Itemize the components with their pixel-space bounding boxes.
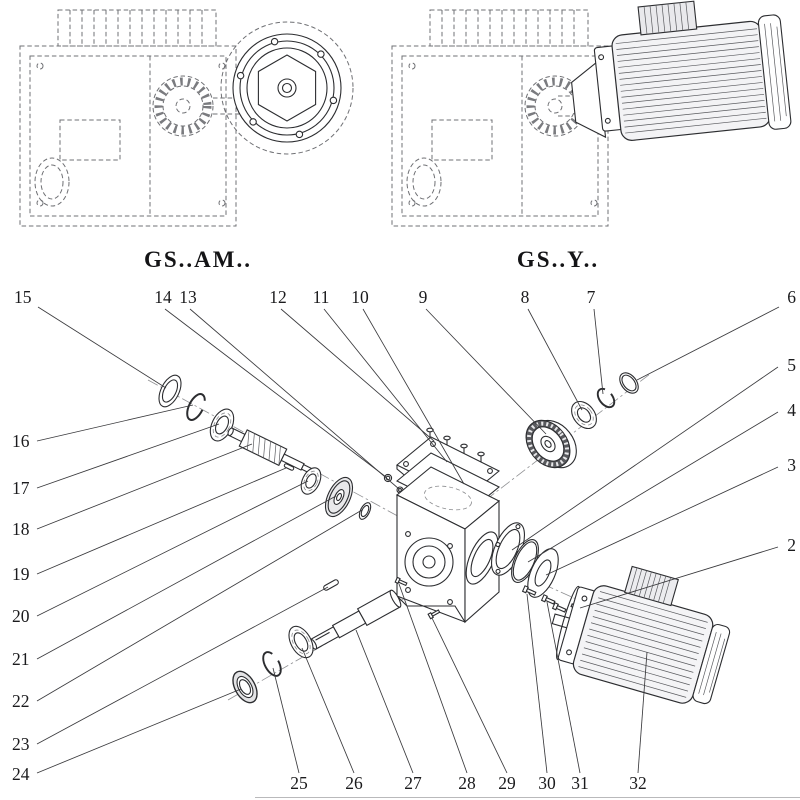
part-number-9: 9 — [419, 287, 428, 307]
callout-line-29 — [431, 617, 508, 774]
part-27-output-shaft — [309, 589, 402, 650]
exploded-view — [147, 372, 731, 705]
figure-label-gs-am: GS..AM.. — [144, 247, 252, 272]
callout-line-11 — [323, 308, 448, 463]
part-number-4: 4 — [787, 400, 796, 420]
part-17-bearing — [209, 408, 235, 442]
part-31-bolts — [540, 594, 567, 613]
callout-line-13 — [189, 308, 400, 490]
callout-line-5 — [511, 366, 779, 551]
part-number-30: 30 — [538, 773, 556, 793]
part-6-shim-ring — [619, 372, 639, 394]
part-number-11: 11 — [313, 287, 330, 307]
part-number-17: 17 — [12, 478, 30, 498]
part-14-plug — [383, 473, 393, 483]
part-number-10: 10 — [351, 287, 369, 307]
part-number-23: 23 — [12, 734, 30, 754]
part-28-bolt — [394, 576, 408, 587]
part-number-3: 3 — [787, 455, 796, 475]
part-number-6: 6 — [787, 287, 796, 307]
callout-line-20 — [36, 480, 309, 617]
part-number-16: 16 — [12, 431, 30, 451]
part-19-pin — [283, 463, 295, 471]
callout-line-28 — [398, 583, 468, 774]
part-number-32: 32 — [629, 773, 647, 793]
part-number-21: 21 — [12, 649, 30, 669]
part-number-15: 15 — [14, 287, 32, 307]
part-number-14: 14 — [154, 287, 172, 307]
part-number-13: 13 — [179, 287, 197, 307]
part-number-5: 5 — [787, 355, 796, 375]
callout-line-8 — [527, 308, 583, 411]
part-number-19: 19 — [12, 564, 30, 584]
callout-line-10 — [362, 308, 465, 485]
callout-line-23 — [36, 586, 329, 745]
figure-label-gs-y: GS..Y.. — [516, 247, 600, 272]
callout-line-2 — [579, 546, 779, 609]
part-number-8: 8 — [521, 287, 530, 307]
part-21-worm-gear — [324, 476, 354, 518]
callout-line-7 — [593, 308, 604, 395]
callout-line-12 — [280, 308, 435, 442]
callout-line-30 — [526, 593, 548, 774]
part-7-circlip — [596, 387, 616, 409]
part-number-26: 26 — [345, 773, 363, 793]
part-number-7: 7 — [587, 287, 596, 307]
part-18-worm-shaft — [227, 427, 314, 475]
callout-line-32 — [637, 651, 648, 774]
part-15-seal-ring — [158, 374, 182, 408]
part-20-bearing — [300, 467, 322, 495]
callout-line-14 — [164, 308, 387, 478]
callout-line-3 — [545, 466, 779, 576]
part-26-bearing — [288, 625, 314, 659]
part-number-18: 18 — [12, 519, 30, 539]
part-number-24: 24 — [12, 764, 30, 784]
part-3-adapter-cover — [527, 548, 559, 598]
gearbox-figure-gs-y — [391, 0, 792, 227]
part-number-22: 22 — [12, 691, 30, 711]
part-22-spacer-ring — [358, 502, 372, 520]
part-16-circlip — [186, 393, 206, 421]
callout-line-25 — [272, 667, 300, 774]
part-9-input-gear — [525, 419, 577, 469]
callout-line-26 — [301, 647, 355, 774]
part-23-key — [323, 579, 339, 591]
callout-line-17 — [36, 423, 220, 489]
part-number-25: 25 — [290, 773, 308, 793]
callout-line-9 — [425, 308, 547, 435]
part-number-28: 28 — [458, 773, 476, 793]
callout-line-21 — [36, 495, 337, 660]
callout-line-19 — [36, 467, 287, 575]
callout-line-15 — [37, 306, 167, 389]
callout-line-6 — [636, 306, 780, 381]
part-30-bolt — [521, 585, 537, 596]
part-32-motor — [551, 565, 731, 705]
part-number-2: 2 — [787, 535, 796, 555]
callout-line-4 — [527, 411, 779, 563]
part-25-circlip — [262, 651, 282, 677]
callout-line-18 — [36, 443, 253, 530]
callout-line-16 — [36, 404, 194, 442]
gear-housing — [395, 466, 501, 624]
part-29-screw — [427, 609, 441, 620]
callout-line-31 — [546, 601, 581, 774]
motor-figure — [571, 0, 792, 141]
part-number-31: 31 — [571, 773, 589, 793]
part-24-oil-seal — [232, 670, 258, 704]
part-number-20: 20 — [12, 606, 30, 626]
part-number-27: 27 — [404, 773, 422, 793]
callout-line-24 — [36, 688, 242, 774]
part-number-29: 29 — [498, 773, 516, 793]
adapter-flange — [220, 21, 354, 155]
callout-line-22 — [36, 509, 363, 702]
part-number-12: 12 — [269, 287, 287, 307]
callout-line-27 — [355, 629, 414, 774]
part-8-bearing — [571, 400, 597, 430]
gearbox-figure-gs-am — [19, 9, 354, 227]
